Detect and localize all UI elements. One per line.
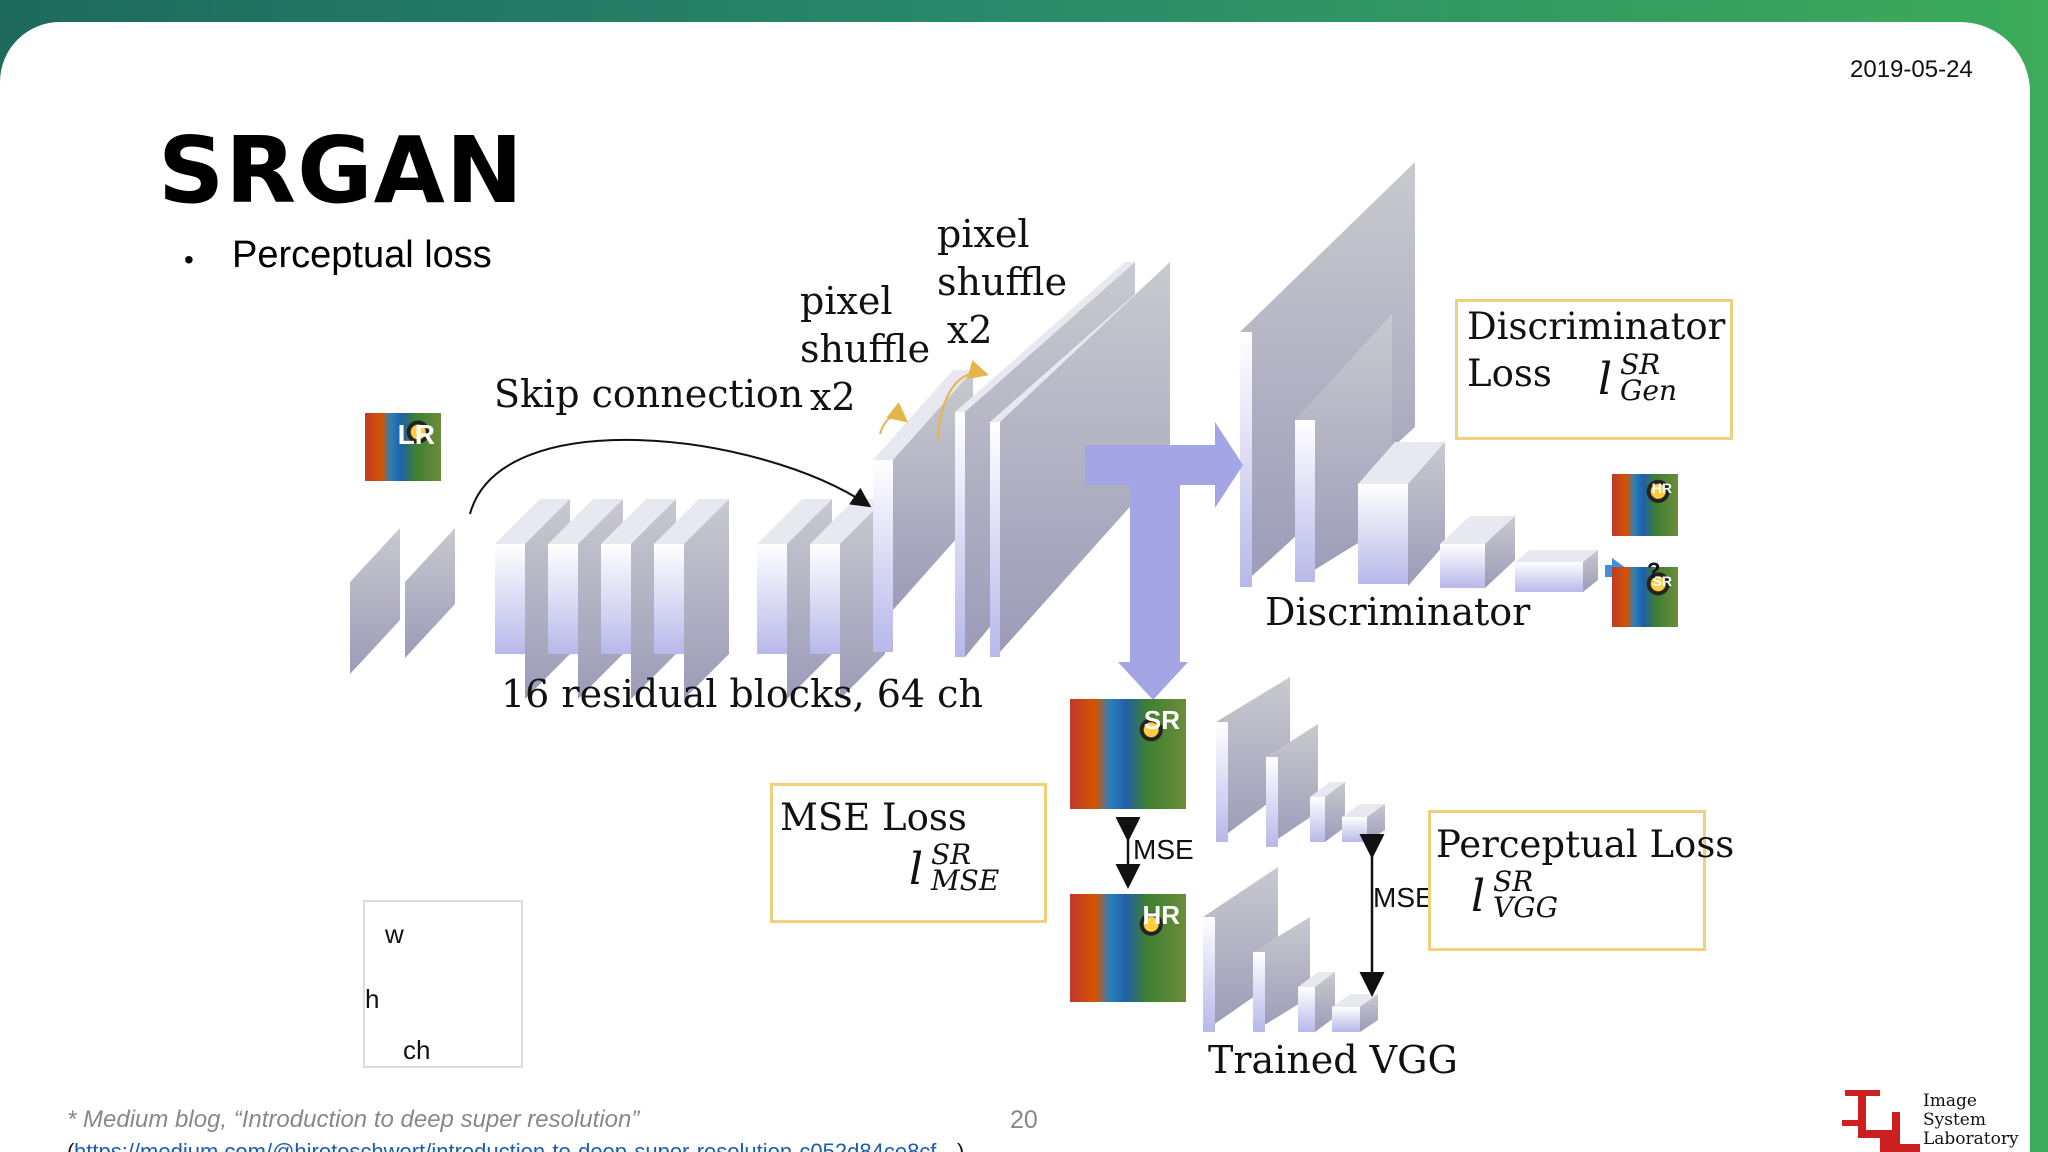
footnote-close-paren: ) [957,1139,965,1152]
bullet-dot: • [184,244,194,275]
discriminator-loss-box: Discriminator Loss l SR Gen [1455,299,1733,440]
slide: 2019-05-24 SRGAN • Perceptual loss [0,22,2030,1152]
lab-logo-mark [1842,1090,1920,1152]
hr-thumbnail: HR [1070,894,1186,1002]
residual-blocks [495,499,885,699]
page-number: 20 [1010,1106,1038,1134]
mse-loss-title: MSE Loss [780,796,967,839]
lab-logo-text: Image System Laboratory [1923,1092,2019,1149]
sr-thumbnail: SR [1070,699,1186,809]
sr-label-small: SR [1652,573,1672,589]
discriminator-loss-formula: l SR Gen [1598,348,1677,407]
discriminator-loss-title: Discriminator [1467,305,1726,348]
mse-arrow-label: MSE [1133,834,1194,865]
residual-blocks-caption: 16 residual blocks, 64 ch [501,672,983,716]
branch-arrow [1085,422,1243,700]
bullet-text: Perceptual loss [232,234,492,276]
vgg-layers-bottom [1203,867,1378,1032]
input-layer [350,528,455,674]
footnote-citation: * Medium blog, “Introduction to deep sup… [67,1106,640,1133]
skip-connection-arrow [469,438,872,515]
pixel-shuffle-arrow-2 [937,360,989,441]
mse-loss-box: MSE Loss l SR MSE [770,783,1047,923]
hr-label: HR [1142,900,1180,930]
hr-label-small: HR [1651,480,1672,496]
vgg-layers-top [1216,677,1385,847]
skip-connection-label: Skip connection [494,372,804,416]
lab-logo-line1: Image [1923,1091,1977,1111]
slide-date: 2019-05-24 [1850,56,1973,83]
cube-legend-box [363,900,523,1068]
lab-logo-line2: System [1923,1110,1986,1130]
sr-thumbnail-small: SR [1612,567,1678,627]
input-lr-thumbnail: LR [365,413,441,481]
pixel-shuffle-label-2: pixel shuffle x2 [937,212,1068,352]
footnote-open-paren: ( [67,1139,75,1152]
pixel-shuffle-arrow-1 [879,402,909,435]
discriminator-layers [1240,162,1598,592]
question-mark: ? [1647,558,1661,583]
trained-vgg-label: Trained VGG [1208,1038,1458,1082]
hr-thumbnail-small: HR [1612,474,1678,536]
perceptual-loss-box: Perceptual Loss l SR VGG [1428,810,1734,951]
vgg-mse-label: MSE [1373,882,1434,913]
slide-title: SRGAN [158,117,524,224]
mse-loss-formula: l SR MSE [909,838,1000,897]
lab-logo-line3: Laboratory [1923,1129,2019,1149]
srgan-diagram [350,162,1920,1152]
cube-legend-h: h [365,984,380,1014]
discriminator-loss-subtitle: Loss [1467,352,1552,395]
cube-legend-w: w [385,919,404,949]
discriminator-label: Discriminator [1265,590,1531,634]
footnote-link[interactable]: https://medium.com/@hirotoschwert/introd… [74,1139,937,1152]
perceptual-loss-title: Perceptual Loss [1436,823,1735,866]
perceptual-loss-formula: l SR VGG [1471,865,1558,924]
pixel-shuffle-label-1: pixel shuffle x2 [800,279,931,419]
cube-legend-ch: ch [403,1035,431,1065]
input-lr-label: LR [397,419,435,450]
sr-label: SR [1143,705,1180,735]
